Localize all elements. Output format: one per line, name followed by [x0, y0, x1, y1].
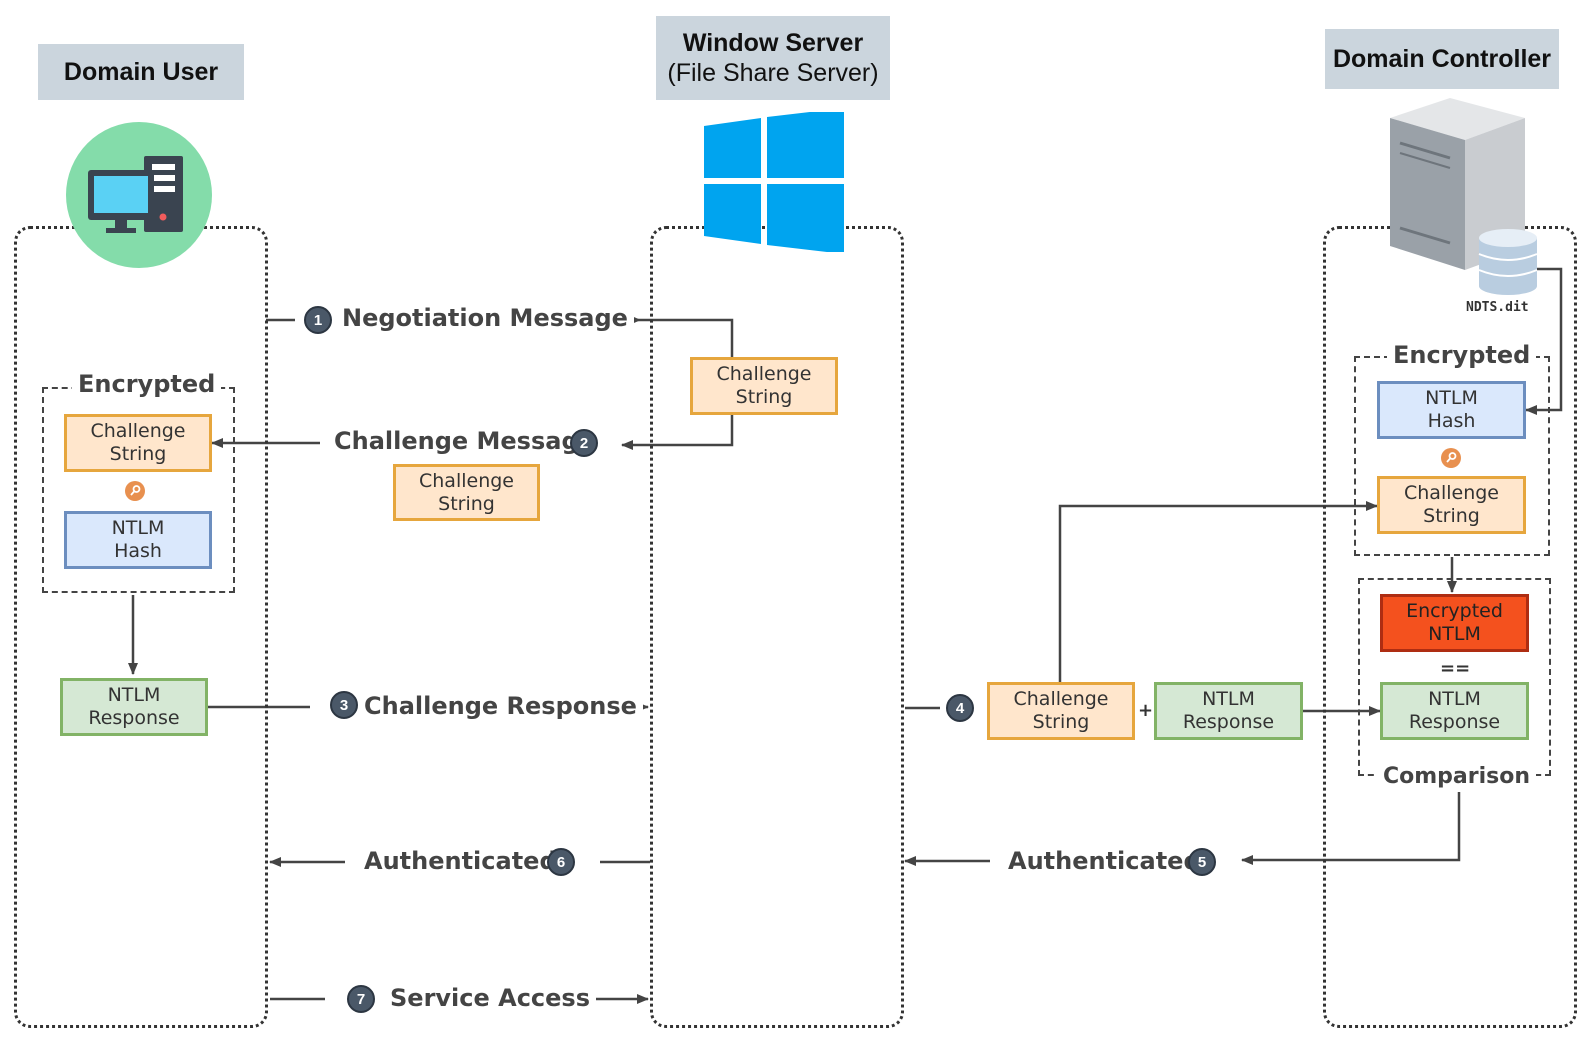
domain-user-header: Domain User	[38, 44, 244, 100]
step-4-badge: 4	[946, 694, 974, 722]
user-challenge-string: Challenge String	[64, 414, 212, 472]
domain-controller-header: Domain Controller	[1325, 29, 1559, 89]
server-icon	[1390, 98, 1525, 270]
authenticated-user-label: Authenticated	[358, 846, 563, 876]
step-2-badge: 2	[570, 429, 598, 457]
equals-sign: ==	[1440, 658, 1471, 679]
user-ntlm-response: NTLM Response	[60, 678, 208, 736]
challenge-to-dc-arrow	[1058, 501, 1378, 682]
comparison-label: Comparison	[1377, 762, 1537, 792]
encrypted-ntlm-box: Encrypted NTLM	[1380, 594, 1529, 652]
server-challenge-connector	[640, 318, 734, 357]
challenge-message-label: Challenge Message	[328, 426, 601, 456]
step-7-badge: 7	[347, 985, 375, 1013]
dc-key-icon	[1441, 448, 1461, 468]
user-key-icon	[125, 481, 145, 501]
comparison-to-auth-arrow	[1241, 790, 1461, 865]
window-server-lane	[650, 226, 904, 1028]
user-encrypted-label: Encrypted	[72, 369, 222, 399]
negotiation-message-label: Negotiation Message	[336, 303, 634, 333]
window-server-header: Window Server (File Share Server)	[656, 16, 890, 100]
domain-user-title: Domain User	[63, 58, 219, 86]
window-server-title: Window Server	[682, 29, 864, 57]
forwarded-challenge-string: Challenge String	[987, 682, 1135, 740]
dc-encrypted-label: Encrypted	[1387, 340, 1537, 370]
db-to-hash-arrow	[1525, 267, 1563, 415]
user-ntlm-hash: NTLM Hash	[64, 511, 212, 569]
step-3-badge: 3	[330, 691, 358, 719]
challenge-return-arrow	[621, 415, 734, 450]
step-6-badge: 6	[547, 848, 575, 876]
windows-logo-icon	[704, 112, 844, 252]
dc-challenge-string: Challenge String	[1377, 476, 1526, 534]
dc-ntlm-hash: NTLM Hash	[1377, 381, 1526, 439]
domain-user-lane	[14, 226, 268, 1028]
window-server-subtitle: (File Share Server)	[667, 59, 879, 87]
authenticated-dc-label: Authenticated	[1002, 846, 1207, 876]
database-icon	[1478, 229, 1538, 295]
step-1-badge: 1	[304, 306, 332, 334]
database-label: NDTS.dit	[1466, 300, 1529, 315]
step-5-badge: 5	[1188, 848, 1216, 876]
computer-icon	[66, 122, 212, 268]
service-access-label: Service Access	[384, 983, 597, 1013]
dc-ntlm-response: NTLM Response	[1380, 682, 1529, 740]
challenge-response-label: Challenge Response	[358, 691, 643, 721]
forwarded-ntlm-response: NTLM Response	[1154, 682, 1303, 740]
server-challenge-string: Challenge String	[690, 357, 838, 415]
plus-sign: +	[1138, 700, 1154, 721]
domain-controller-title: Domain Controller	[1332, 45, 1552, 73]
challenge-message-payload: Challenge String	[393, 464, 540, 521]
